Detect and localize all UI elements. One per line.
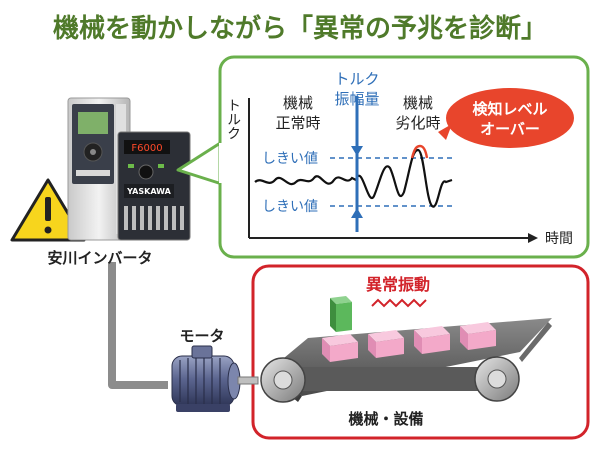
motor-icon [171,345,259,412]
y-axis-label: トルク [225,98,241,140]
warning-triangle-icon [10,178,86,242]
pink-block-1 [322,334,358,362]
machine-label: 機械・設備 [348,410,423,428]
detection-alert-bubble [438,88,574,148]
inverter-label: 安川インバータ [47,249,152,267]
normal-state-label-line2: 正常時 [275,114,320,132]
amplitude-indicator [351,96,363,232]
inverter-brand-label: YASKAWA [126,187,171,196]
normal-state-label-line1: 機械 [283,94,313,112]
pink-block-2 [368,330,404,358]
alert-label-line1: 検知レベル [472,100,547,118]
inverter-display-readout: F6000 [131,143,162,154]
degraded-state-label-line2: 劣化時 [395,114,440,132]
amplitude-label-line2: 振幅量 [334,90,379,108]
torque-waveform-exceed-segment [410,144,429,159]
torque-waveform-normal [254,175,357,186]
page-title: 機械を動かしながら「異常の予兆を診断」 [53,13,547,44]
vibration-zigzag-icon [371,298,427,308]
abnormal-vibration-label: 異常振動 [366,275,430,294]
pink-block-3 [414,326,450,354]
alert-label-line2: オーバー [480,120,540,138]
inverter-device-icon: F6000 YASKAWA [67,97,191,241]
threshold-lower-label: しきい値 [262,199,318,215]
pink-block-4 [460,322,496,350]
green-block [330,296,352,332]
amplitude-label-line1: トルク [334,70,379,88]
threshold-upper-label: しきい値 [262,151,318,167]
product-blocks [322,296,496,362]
x-axis-label: 時間 [545,231,573,247]
power-cable-line [108,262,168,389]
degraded-state-label-line1: 機械 [403,94,433,112]
chart-axes [248,98,538,243]
motor-label: モータ [179,327,224,345]
torque-waveform-degraded [354,148,453,208]
